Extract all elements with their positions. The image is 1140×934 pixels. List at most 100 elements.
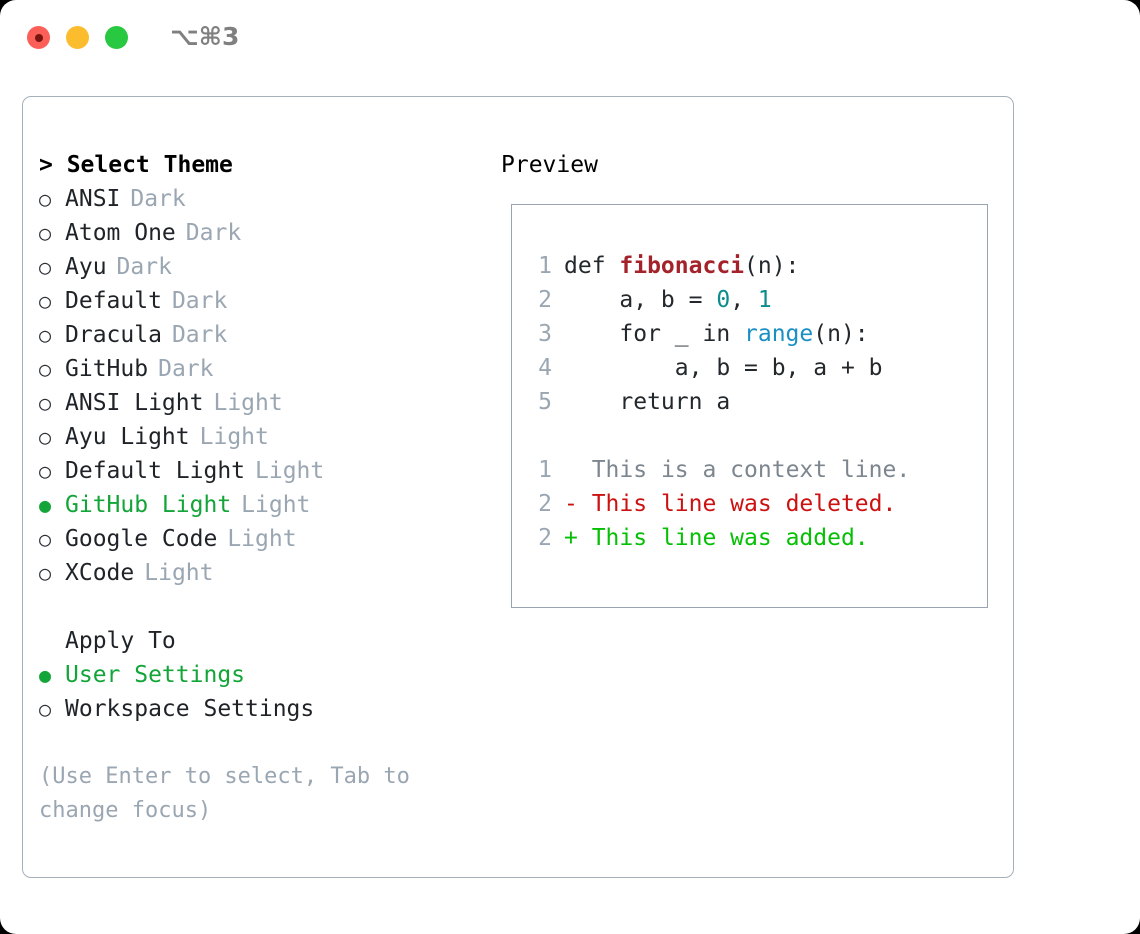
diff-text: This line was added. bbox=[591, 525, 869, 551]
theme-option-label: GitHub Light bbox=[65, 492, 232, 518]
radio-unselected-icon: ○ bbox=[39, 289, 52, 313]
theme-option-google-code[interactable]: ○ Google Code Light bbox=[39, 522, 479, 556]
theme-option-label: XCode bbox=[65, 560, 135, 586]
code-line: 3 for _ in range(n): bbox=[526, 317, 883, 351]
diff-sign: + bbox=[564, 525, 592, 551]
theme-option-label: Dracula bbox=[65, 322, 162, 348]
code-line: 4 a, b = b, a + b bbox=[526, 351, 883, 385]
code-line-number: 2 bbox=[538, 287, 552, 313]
preview-title: Preview bbox=[501, 152, 598, 178]
radio-unselected-icon: ○ bbox=[39, 221, 52, 245]
title-bar: ⌥⌘3 bbox=[0, 0, 1140, 78]
code-token: , bbox=[730, 287, 758, 313]
theme-option-xcode[interactable]: ○ XCode Light bbox=[39, 556, 479, 590]
diff-line: 2- This line was deleted. bbox=[526, 487, 910, 521]
theme-option-ayu-light[interactable]: ○ Ayu Light Light bbox=[39, 420, 479, 454]
theme-option-variant: Light bbox=[241, 492, 311, 518]
code-token: def bbox=[564, 253, 620, 279]
radio-unselected-icon: ○ bbox=[39, 425, 52, 449]
theme-option-label: Default bbox=[65, 288, 162, 314]
minimize-button[interactable] bbox=[66, 26, 89, 49]
radio-unselected-icon: ○ bbox=[39, 527, 52, 551]
code-line-number: 5 bbox=[538, 389, 552, 415]
apply-to-option-list: ●User Settings ○ Workspace Settings bbox=[39, 658, 479, 726]
theme-option-ayu[interactable]: ○ Ayu Dark bbox=[39, 250, 479, 284]
radio-unselected-icon: ○ bbox=[39, 561, 52, 585]
code-token: 1 bbox=[757, 287, 772, 313]
code-line: 5 return a bbox=[526, 385, 883, 419]
code-line-number: 4 bbox=[538, 355, 552, 381]
radio-unselected-icon: ○ bbox=[39, 391, 52, 415]
theme-option-variant: Light bbox=[144, 560, 214, 586]
code-token: fibonacci bbox=[619, 253, 745, 279]
theme-option-default-light[interactable]: ○ Default Light Light bbox=[39, 454, 479, 488]
window-controls bbox=[27, 26, 128, 49]
apply-to-header: Apply To bbox=[65, 628, 176, 654]
diff-line-number: 2 bbox=[538, 491, 552, 517]
diff-sample: 1 This is a context line.2- This line wa… bbox=[526, 453, 910, 555]
apply-to-option-workspace-settings[interactable]: ○ Workspace Settings bbox=[39, 692, 479, 726]
radio-unselected-icon: ○ bbox=[39, 255, 52, 279]
theme-option-variant: Light bbox=[199, 424, 269, 450]
code-token: 0 bbox=[716, 287, 731, 313]
theme-option-variant: Light bbox=[255, 458, 325, 484]
code-line: 1 def fibonacci(n): bbox=[526, 249, 883, 283]
theme-option-label: ANSI Light bbox=[65, 390, 204, 416]
diff-text: This is a context line. bbox=[591, 457, 911, 483]
diff-line: 2 + This line was added. bbox=[526, 521, 910, 555]
theme-option-label: Ayu Light bbox=[65, 424, 190, 450]
code-line-number: 1 bbox=[538, 253, 552, 279]
close-button[interactable] bbox=[27, 26, 50, 49]
theme-option-variant: Light bbox=[227, 526, 297, 552]
theme-option-label: Atom One bbox=[65, 220, 176, 246]
keyboard-shortcut-label: ⌥⌘3 bbox=[170, 22, 240, 51]
radio-unselected-icon: ○ bbox=[39, 459, 52, 483]
theme-option-default[interactable]: ○ Default Dark bbox=[39, 284, 479, 318]
theme-option-atom-one[interactable]: ○ Atom One Dark bbox=[39, 216, 479, 250]
code-token: range bbox=[744, 321, 814, 347]
apply-to-option-user-settings[interactable]: ●User Settings bbox=[39, 658, 479, 692]
theme-option-label: ANSI bbox=[65, 186, 121, 212]
code-token: return a bbox=[564, 389, 731, 415]
theme-option-variant: Dark bbox=[171, 288, 228, 314]
theme-option-variant: Dark bbox=[171, 322, 228, 348]
diff-line-number: 2 bbox=[538, 525, 552, 551]
code-token: a, b = bbox=[564, 287, 717, 313]
theme-option-variant: Dark bbox=[130, 186, 186, 212]
theme-option-label: Google Code bbox=[65, 526, 218, 552]
apply-to-option-label: Workspace Settings bbox=[65, 696, 315, 722]
theme-option-variant: Dark bbox=[185, 220, 242, 246]
diff-line: 1 This is a context line. bbox=[526, 453, 910, 487]
select-theme-header: > Select Theme bbox=[39, 152, 233, 178]
diff-text: This line was deleted. bbox=[591, 491, 897, 517]
theme-option-variant: Dark bbox=[116, 254, 172, 280]
code-token: a, b = b, a + b bbox=[564, 355, 883, 381]
code-token: (n): bbox=[813, 321, 869, 347]
theme-option-variant: Dark bbox=[158, 356, 214, 382]
radio-unselected-icon: ○ bbox=[39, 357, 52, 381]
radio-unselected-icon: ○ bbox=[39, 697, 52, 721]
code-token: (n): bbox=[744, 253, 800, 279]
theme-option-label: Ayu bbox=[65, 254, 107, 280]
diff-line-number: 1 bbox=[538, 457, 552, 483]
list-spacer bbox=[39, 590, 479, 624]
code-line-number: 3 bbox=[538, 321, 552, 347]
theme-option-label: Default Light bbox=[65, 458, 246, 484]
theme-option-ansi[interactable]: ○ ANSI Dark bbox=[39, 182, 479, 216]
keyboard-hint-text: (Use Enter to select, Tab to change focu… bbox=[39, 764, 410, 823]
maximize-button[interactable] bbox=[105, 26, 128, 49]
diff-sign bbox=[564, 457, 592, 483]
radio-unselected-icon: ○ bbox=[39, 187, 52, 211]
code-line: 2 a, b = 0, 1 bbox=[526, 283, 883, 317]
